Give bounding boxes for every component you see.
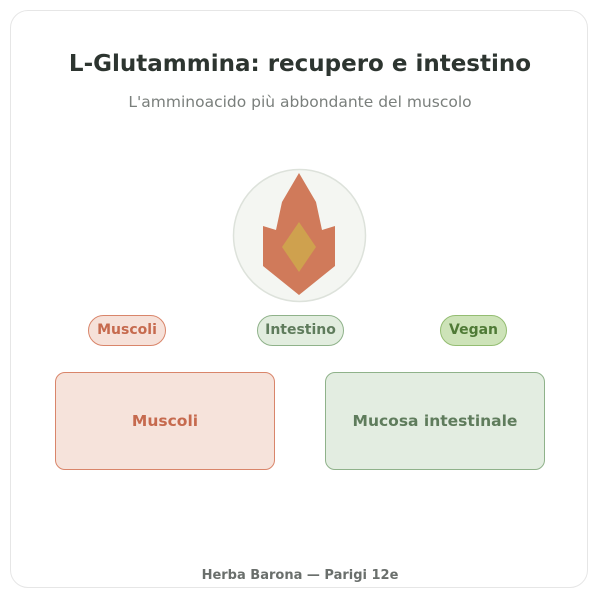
flame-crystal-icon xyxy=(232,168,367,303)
crystal-shape xyxy=(282,222,316,272)
card-muscoli-label: Muscoli xyxy=(131,412,199,430)
tag-muscoli: Muscoli xyxy=(88,315,166,346)
page-title: L-Glutammina: recupero e intestino xyxy=(68,51,532,77)
tag-vegan: Vegan xyxy=(440,315,507,346)
card-muscoli: Muscoli xyxy=(55,372,275,470)
tag-intestino: Intestino xyxy=(257,315,344,346)
card-mucosa-label: Mucosa intestinale xyxy=(352,412,518,430)
card-mucosa-intestinale: Mucosa intestinale xyxy=(325,372,545,470)
page-subtitle: L'amminoacido più abbondante del muscolo xyxy=(128,93,472,111)
footer-credit: Herba Barona — Parigi 12e xyxy=(201,568,399,583)
emblem xyxy=(232,168,367,303)
